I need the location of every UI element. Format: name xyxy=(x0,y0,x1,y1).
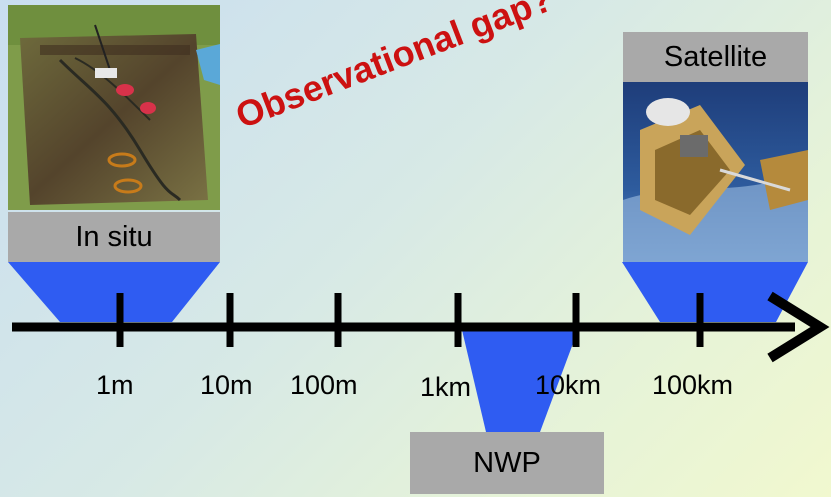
satellite-label: Satellite xyxy=(623,32,808,82)
in-situ-funnel xyxy=(8,262,220,322)
nwp-label: NWP xyxy=(410,432,604,494)
axis-arrowhead xyxy=(767,291,830,363)
nwp-funnel xyxy=(462,330,578,432)
tick-label-1km: 1km xyxy=(420,372,472,402)
satellite-photo xyxy=(623,82,808,262)
tick-label-10km: 10km xyxy=(535,370,602,400)
tick-label-100m: 100m xyxy=(290,370,358,400)
tick-label-10m: 10m xyxy=(200,370,253,400)
tick-label-100km: 100km xyxy=(652,370,734,400)
satellite-funnel xyxy=(622,262,808,322)
in-situ-label: In situ xyxy=(8,212,220,262)
in-situ-photo xyxy=(8,5,220,210)
tick-label-1m: 1m xyxy=(96,370,134,400)
